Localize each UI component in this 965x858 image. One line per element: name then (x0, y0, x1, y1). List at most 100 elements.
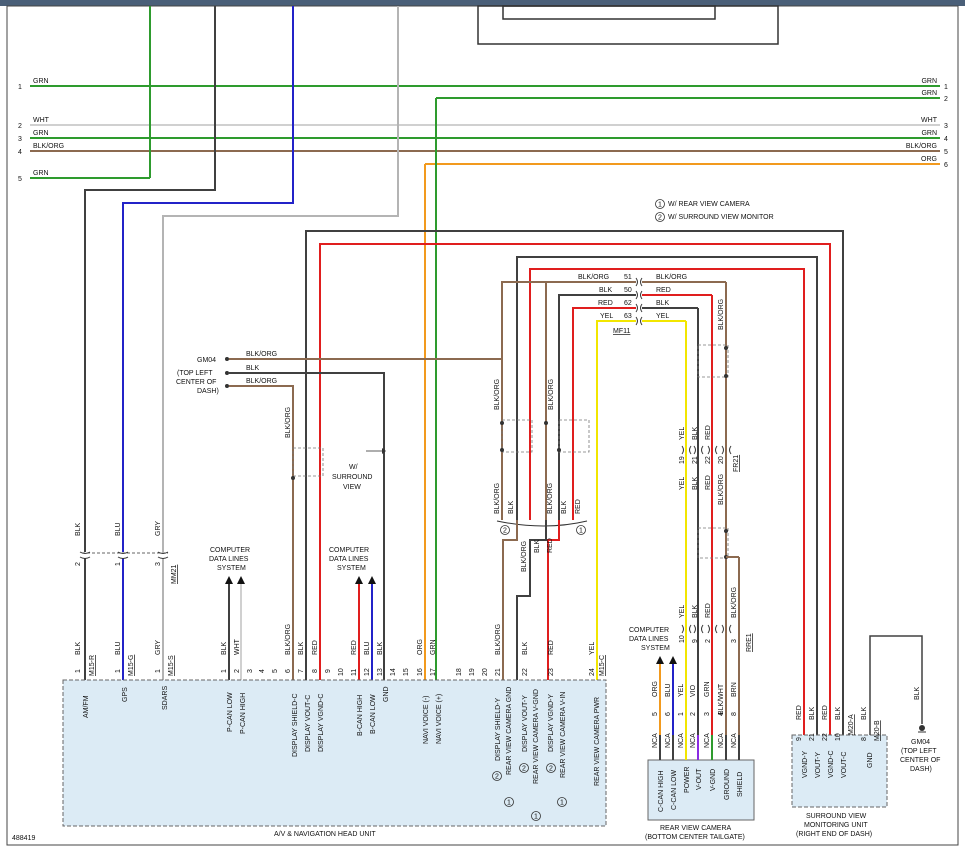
gm04-top-name: GM04 (197, 357, 216, 364)
fr21-top-4: BLK/ORG (718, 299, 725, 330)
mid-top-label-1: BLK/ORG (494, 379, 501, 410)
hu-wire-blk-1: BLK (75, 641, 82, 655)
hu-pin-20: 20 (482, 668, 489, 676)
rvc-pin-4: 4 (718, 712, 725, 716)
mid-bot-label-3: BLK/ORG (547, 483, 554, 514)
gm04-right-wire: BLK (914, 686, 921, 700)
hu-wire-blk-3: BLK (298, 641, 305, 655)
cdl2-l2: DATA LINES (329, 556, 369, 563)
svm-name-2: MONITORING UNIT (804, 822, 868, 829)
hu-wire-org: ORG (417, 639, 424, 655)
right-circuit-color-4: GRN (921, 130, 937, 137)
fr21-pin-20: 20 (718, 456, 725, 464)
hu-pin-8: 8 (312, 669, 319, 673)
rvc-pin-1: 1 (678, 712, 685, 716)
hu-fn-rvc-vin: REAR VIEW CAMERA V-IN (560, 692, 567, 778)
svm-fn-vout-y: VOUT-Y (815, 752, 822, 778)
hu-fn-disp-vgnd-c: DISPLAY VGND-C (318, 694, 325, 752)
hu-pin-1b: 1 (115, 669, 122, 673)
fr21-bot-1: YEL (679, 477, 686, 490)
blkorg-label-left: BLK/ORG (285, 407, 292, 438)
mf11-pin-51: 51 (624, 274, 632, 281)
rvc-fn-power: POWER (684, 767, 691, 793)
fr21-region (681, 344, 740, 735)
mf11-pin-50: 50 (624, 287, 632, 294)
rvc-nca-3: NCA (678, 733, 685, 748)
mid-bot-label-5: RED (575, 499, 582, 514)
mm21-connector (79, 551, 169, 559)
fr21-top-2: BLK (692, 426, 699, 440)
hu-fn-disp-vout-y: DISPLAY VOUT-Y (522, 695, 529, 752)
hu-note-1-a (504, 797, 514, 807)
mid-lower-label-1: BLK/ORG (521, 541, 528, 572)
legend-note-1: W/ REAR VIEW CAMERA (668, 201, 750, 208)
rvc-name-2: (BOTTOM CENTER TAILGATE) (645, 834, 745, 841)
cdl2-l3: SYSTEM (337, 565, 366, 572)
mm21-pin-1: 1 (115, 562, 122, 566)
hu-conn-m15s: M15-S (168, 655, 175, 676)
gm04-wire-3: BLK/ORG (246, 378, 277, 385)
rvc-nca-1: NCA (652, 733, 659, 748)
cdl3-l3: SYSTEM (641, 645, 670, 652)
rear-camera-box (647, 759, 755, 821)
svm-pin-10: 10 (835, 733, 842, 741)
mf11-pin-63: 63 (624, 313, 632, 320)
mf11-left-1: BLK/ORG (578, 274, 609, 281)
hu-fn-disp-vgnd-y: DISPLAY VGND-Y (548, 694, 555, 752)
rre1-top-4: BLK/ORG (731, 587, 738, 618)
head-unit-name: A/V & NAVIGATION HEAD UNIT (274, 831, 376, 838)
fr21-top-3: RED (705, 425, 712, 440)
hu-wire-blk-5: BLK (522, 641, 529, 655)
svm-conn-m20b: M20-B (874, 720, 881, 741)
rvc-fn-vgnd: V-GND (710, 769, 717, 791)
left-circuit-num-5: 5 (18, 176, 22, 183)
hu-wire-red-1: RED (312, 640, 319, 655)
left-circuit-num-3: 3 (18, 136, 22, 143)
rvc-wire-blu: BLU (665, 683, 672, 697)
computer-data-arrows (225, 576, 677, 735)
hu-pin-11: 11 (351, 669, 358, 676)
cdl3-l1: COMPUTER (629, 627, 669, 634)
hu-fn-pcan-high: P-CAN HIGH (240, 693, 247, 734)
mf11-right-2: RED (656, 287, 671, 294)
left-circuit-color-2: WHT (33, 117, 50, 124)
gm04-wire-1: BLK/ORG (246, 351, 277, 358)
hu-note-1-c (557, 797, 567, 807)
hu-pin-1d: 1 (221, 669, 228, 673)
top-module-inner-box (502, 5, 716, 20)
svm-wire-blk-2: BLK (835, 706, 842, 720)
svm-name-1: SURROUND VIEW (806, 813, 867, 820)
hu-wire-blu: BLU (115, 641, 122, 655)
hu-fn-navi-minus: NAVI VOICE (-) (423, 696, 430, 744)
svm-pin-22: 22 (822, 733, 829, 741)
note-circle-1-mid (576, 525, 586, 535)
mid-group-wires (496, 359, 590, 680)
rvc-fn-shield: SHIELD (737, 772, 744, 797)
gm04-right-desc-3: DASH) (910, 766, 932, 773)
svm-wire-red-1: RED (796, 705, 803, 720)
fr21-pin-22: 22 (705, 456, 712, 464)
rvc-wire-org: ORG (652, 681, 659, 697)
left-circuit-num-1: 1 (18, 84, 22, 91)
hu-note-2-c (546, 763, 556, 773)
hu-fn-bcan-high: B-CAN HIGH (357, 695, 364, 736)
hu-pin-17: 17 (430, 668, 437, 676)
hu-conn-m15g: M15-G (128, 655, 135, 676)
diagram-id: 488419 (12, 835, 35, 842)
hu-pin-7: 7 (298, 669, 305, 673)
rvc-nca-5: NCA (704, 733, 711, 748)
rvc-pin-2: 2 (690, 712, 697, 716)
left-circuit-num-2: 2 (18, 123, 22, 130)
gm04-top-desc-3: DASH) (197, 388, 219, 395)
hu-pin-10: 10 (338, 668, 345, 676)
w-surround-dot (291, 476, 295, 480)
svm-wire-blk-1: BLK (809, 706, 816, 720)
hu-fn-pcan-low: P-CAN LOW (227, 692, 234, 732)
mm21-wire-blu: BLU (115, 522, 122, 536)
head-unit-box (62, 679, 607, 827)
rre1-name: RRE1 (746, 633, 753, 652)
legend-note-2: W/ SURROUND VIEW MONITOR (668, 214, 774, 221)
hu-pin-1c: 1 (155, 669, 162, 673)
gm04-top-desc-2: CENTER OF (176, 379, 216, 386)
